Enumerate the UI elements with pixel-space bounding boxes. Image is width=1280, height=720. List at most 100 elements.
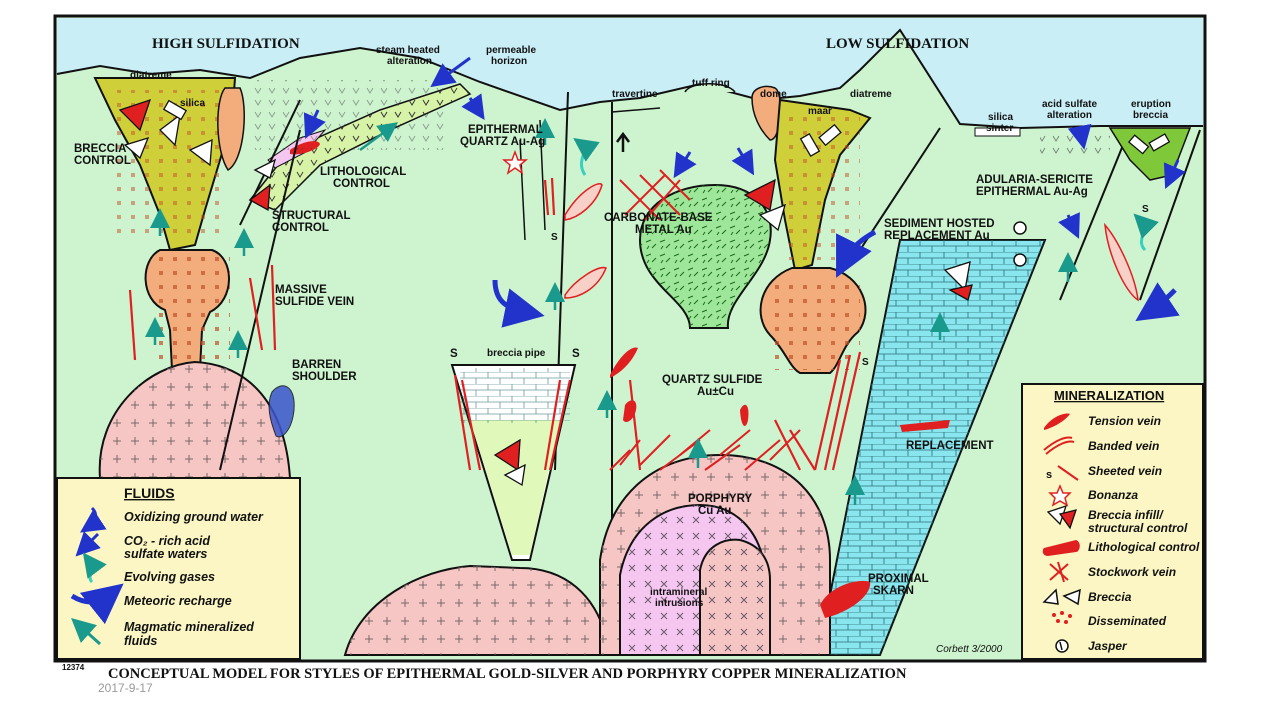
label-acid-sulfate-2: alteration — [1047, 110, 1092, 121]
label-barren-1: BARREN — [292, 359, 341, 371]
sheeted-veins — [128, 177, 862, 471]
label-adularia-1: ADULARIA-SERICITE — [976, 174, 1093, 186]
hs-intrusion-pattern — [99, 362, 290, 478]
label-carbonate-1: CARBONATE-BASE — [604, 212, 713, 224]
oxidizing-arrow-icon — [80, 506, 107, 533]
hs-pluton-dots — [150, 255, 230, 365]
mineralization-legend-title: MINERALIZATION — [1054, 388, 1164, 403]
mineral-item-3: Bonanza — [1088, 488, 1138, 502]
jasper-symbols — [1013, 221, 1027, 267]
label-permeable: permeable — [486, 45, 536, 56]
fault-line-g — [1139, 129, 1201, 301]
breccia-pipe-bricks — [460, 368, 570, 423]
silica-column — [217, 87, 245, 172]
evolving-gas-arrows — [573, 138, 1159, 252]
label-structural-2: CONTROL — [272, 222, 329, 234]
barren-shoulder-body — [268, 385, 295, 438]
date-stamp: 2017-9-17 — [98, 681, 153, 695]
acid-sulfate-dots — [1040, 130, 1110, 158]
label-s-4: S — [862, 357, 869, 368]
label-maar: maar — [808, 106, 832, 117]
label-adularia-2: EPITHERMAL Au-Ag — [976, 186, 1088, 198]
skarn-body — [820, 580, 871, 618]
mineral-item-6: Lithological control — [1088, 540, 1200, 554]
mineral-item-5: structural control — [1088, 521, 1188, 535]
label-s-5: S — [1142, 204, 1149, 215]
gas-arrow-icon — [82, 552, 107, 584]
label-alteration: alteration — [387, 56, 432, 67]
label-dome: dome — [760, 89, 787, 100]
label-silica: silica — [180, 98, 205, 109]
ls-pluton-dots — [765, 275, 860, 370]
label-porphyry-2: Cu Au — [698, 505, 731, 517]
stockwork-vein-icon — [1049, 561, 1069, 583]
label-massive-2: SULFIDE VEIN — [275, 296, 354, 308]
label-diatreme-left: diatreme — [130, 70, 172, 81]
label-s-3: S — [551, 232, 558, 243]
heading-low-sulfidation: LOW SULFIDATION — [826, 36, 969, 52]
label-breccia-pipe: breccia pipe — [487, 348, 546, 359]
label-travertine: travertine — [612, 89, 658, 100]
banded-vein-icon — [1043, 436, 1075, 455]
diagram-labels: diatreme silica steam heated alteration … — [74, 45, 1171, 609]
label-acid-sulfate-1: acid sulfate — [1042, 99, 1097, 110]
label-lithological-1: LITHOLOGICAL — [320, 166, 406, 178]
fault-line-a — [219, 129, 301, 471]
bonanza-symbol — [501, 149, 529, 175]
mineral-item-10: Jasper — [1088, 639, 1128, 653]
tension-veins — [610, 347, 749, 426]
mineralization-legend: MINERALIZATION Tension vein Banded vein … — [1021, 383, 1204, 660]
fluids-item-5: Magmatic mineralized — [124, 620, 254, 634]
fluids-item-4: Meteoric recharge — [124, 594, 232, 608]
co2-arrow-icon — [75, 531, 101, 557]
label-tuff-ring: tuff ring — [692, 78, 730, 89]
fluids-item-6: fluids — [124, 634, 157, 648]
fault-line-e — [539, 119, 546, 231]
label-carbonate-2: METAL Au — [635, 224, 692, 236]
fluids-item-2: sulfate waters — [124, 547, 207, 561]
sky-region — [57, 18, 1203, 128]
fault-line-h — [859, 127, 941, 251]
replacement-lens — [900, 420, 950, 432]
label-breccia-control-2: CONTROL — [74, 155, 131, 167]
mineral-item-9: Disseminated — [1088, 614, 1167, 628]
intramineral-stock-pattern — [700, 539, 770, 655]
label-lithological-2: CONTROL — [333, 178, 390, 190]
breccia-infill-icon — [1046, 504, 1077, 530]
fluids-legend: FLUIDS Oxidizing ground water CO₂ - rich… — [56, 477, 301, 660]
label-quartz-sulfide-2: Au±Cu — [697, 386, 734, 398]
label-silica-sinter-1: silica — [988, 112, 1013, 123]
magmatic-arrow-icon — [71, 617, 102, 646]
breccia-clasts — [118, 98, 1171, 487]
meteoric-arrow-icon — [70, 583, 124, 625]
jasper-icon — [1055, 639, 1069, 653]
mineral-item-7: Stockwork vein — [1088, 565, 1176, 579]
label-s-2: S — [572, 348, 580, 360]
label-epithermal-1: EPITHERMAL — [468, 124, 543, 136]
label-epithermal-2: QUARTZ Au-Ag — [460, 136, 545, 148]
fluids-item-3: Evolving gases — [124, 570, 215, 584]
label-s-1: S — [450, 348, 458, 360]
label-sediment-1: SEDIMENT HOSTED — [884, 218, 995, 230]
label-steam-heated: steam heated — [376, 45, 440, 56]
sheeted-vein-icon: s — [1046, 469, 1052, 481]
tuff-ring — [684, 83, 736, 93]
label-proximal-2: SKARN — [873, 585, 914, 597]
breccia-icon — [1042, 588, 1081, 606]
label-proximal-1: PROXIMAL — [868, 573, 929, 585]
label-breccia-control-1: BRECCIA — [74, 143, 126, 155]
surface-line — [56, 28, 1203, 130]
mineral-item-8: Breccia — [1088, 590, 1132, 604]
magmatic-fluid-arrows — [145, 118, 1078, 505]
label-horizon: horizon — [491, 56, 527, 67]
travertine-arrow — [616, 131, 630, 152]
lithological-control-icon — [1042, 540, 1080, 556]
disseminated-icon — [1052, 611, 1072, 624]
fluids-item-1: CO₂ - rich acid — [124, 534, 210, 548]
label-silica-sinter-2: sinter — [986, 123, 1013, 134]
central-intrusion-pattern — [345, 566, 610, 655]
carbonate-dome-stockwork — [640, 185, 771, 328]
label-intramineral-1: intramineral — [650, 587, 707, 598]
fluids-item-0: Oxidizing ground water — [124, 510, 264, 524]
upper-v-ticks — [250, 80, 450, 150]
